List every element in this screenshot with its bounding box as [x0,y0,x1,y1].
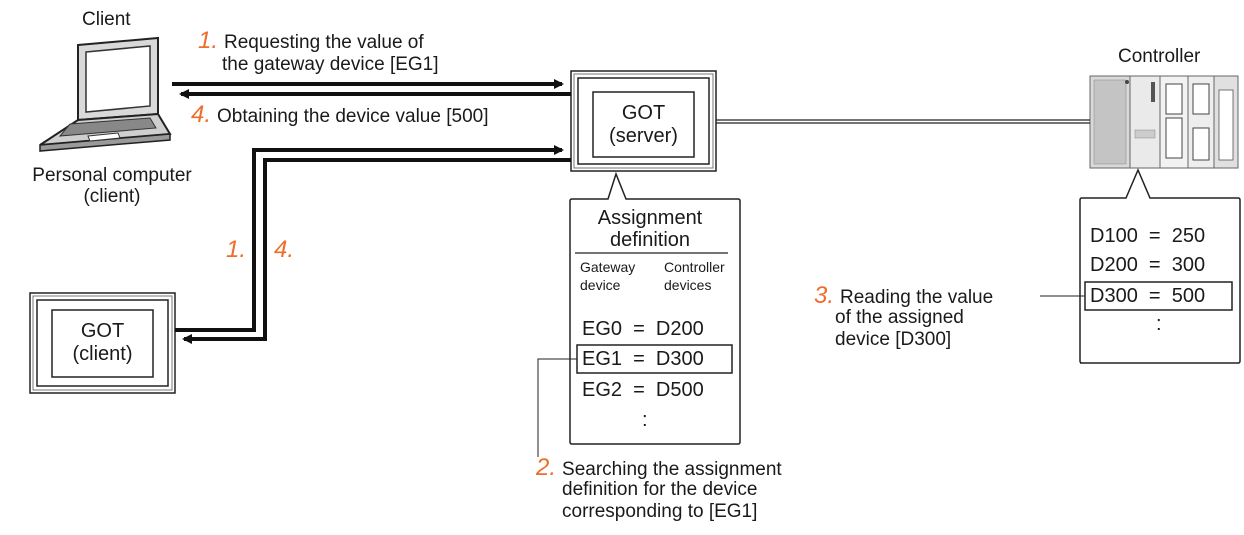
step2-line3: corresponding to [EG1] [562,501,758,522]
assignment-col2-line2: devices [664,277,712,293]
got-client-line1: GOT [80,320,125,342]
step3-line3: device [D300] [835,329,952,350]
assignment-callout [569,171,741,445]
laptop-icon [39,36,172,152]
step4-line1: Obtaining the device value [500] [217,106,489,127]
step3-line2: of the assigned [835,307,964,328]
step2-line1: Searching the assignment [562,459,782,480]
assignment-row-eg1: EG1 = D300 [582,348,704,370]
assignment-title: Assignment definition [570,207,730,251]
assignment-title-line2: definition [609,229,691,251]
got-client-line2: (client) [72,343,133,365]
step2-text: 2.Searching the assignment [536,454,782,481]
step2-number: 2. [536,454,557,481]
step1-line2: the gateway device [EG1] [222,54,439,75]
got-server-label: GOT (server) [593,102,694,148]
assignment-row-eg2: EG2 = D500 [582,379,704,401]
client-response-arrow [182,158,571,344]
step4-number: 4. [191,101,212,128]
assignment-col2-header: Controller devices [664,258,725,294]
pc-label: Personal computer (client) [2,165,222,207]
search-leader-line [537,358,577,457]
step1-text: 1.Requesting the value of [198,27,424,54]
got-server-line2: (server) [609,125,678,147]
step3-number: 3. [814,282,835,309]
step1-line1: Requesting the value of [224,32,424,53]
vertical-step4-number: 4. [274,236,295,263]
controller-row-d300: D300 = 500 [1090,285,1206,307]
got-server-line1: GOT [621,102,666,124]
client-label: Client [82,9,131,30]
pc-label-line2: (client) [83,186,141,207]
assignment-col1-line2: device [580,277,621,293]
assignment-col1-header: Gateway device [580,258,635,294]
client-request-arrow [175,145,564,332]
got-client-device [29,292,176,394]
step3-line1: Reading the value [840,287,994,308]
got-server-device [570,70,717,172]
controller-row-d200: D200 = 300 [1090,254,1206,276]
controller-row-d100: D100 = 250 [1090,225,1206,247]
assignment-ellipsis: : [642,409,648,431]
assignment-col2-line1: Controller [664,259,725,275]
controller-label: Controller [1118,46,1201,67]
got-client-label: GOT (client) [52,320,153,366]
controller-ellipsis: : [1156,313,1162,335]
step3-text: 3.Reading the value [814,282,994,309]
plc-controller-icon [1089,75,1239,169]
assignment-row-eg0: EG0 = D200 [582,318,704,340]
pc-label-line1: Personal computer [32,165,192,186]
assignment-col1-line1: Gateway [580,259,636,275]
vertical-step1-number: 1. [226,236,247,263]
step2-line2: definition for the device [562,479,758,500]
assignment-title-line1: Assignment [597,207,703,229]
step4-text: 4.Obtaining the device value [500] [191,101,489,128]
step1-number: 1. [198,27,219,54]
